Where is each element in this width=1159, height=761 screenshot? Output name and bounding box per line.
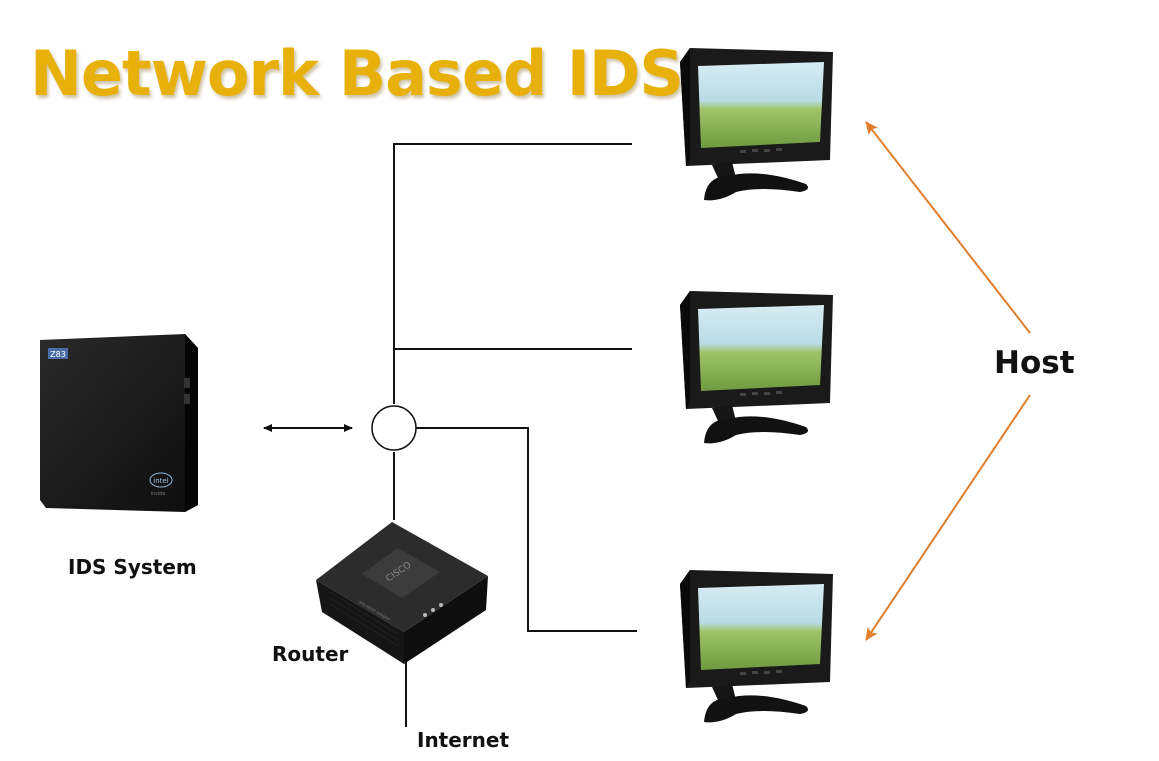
- wire-hub-to-host-3: [416, 427, 637, 632]
- host-monitor-3: [680, 570, 833, 723]
- ids-badge-text: Z83: [50, 350, 66, 359]
- intel-inside-text: inside: [151, 491, 166, 497]
- host-arrow-down: [865, 394, 1031, 641]
- ids-system-label: IDS System: [68, 555, 197, 579]
- host-label: Host: [994, 345, 1075, 381]
- mini-pc-icon: Z83 intel inside: [40, 334, 198, 512]
- host-monitor-2: [680, 291, 833, 444]
- wire-hub-to-host-1: [393, 143, 632, 404]
- monitor-icon: [680, 291, 833, 444]
- router-icon: CISCO SPA 8800 Adapter: [316, 522, 488, 664]
- host-monitor-1: [680, 48, 833, 201]
- internet-label: Internet: [417, 728, 510, 752]
- monitor-icon: [680, 570, 833, 723]
- ids-badge: [48, 348, 68, 359]
- router-label: Router: [272, 642, 349, 666]
- diagram-title: Network Based IDS: [30, 37, 684, 110]
- monitor-icon: [680, 48, 833, 201]
- intel-logo-text: intel: [153, 477, 168, 485]
- network-hub-icon: [371, 405, 417, 451]
- network-wires: [393, 143, 637, 727]
- host-annotation-arrows: [865, 121, 1031, 641]
- host-arrow-up: [865, 121, 1031, 334]
